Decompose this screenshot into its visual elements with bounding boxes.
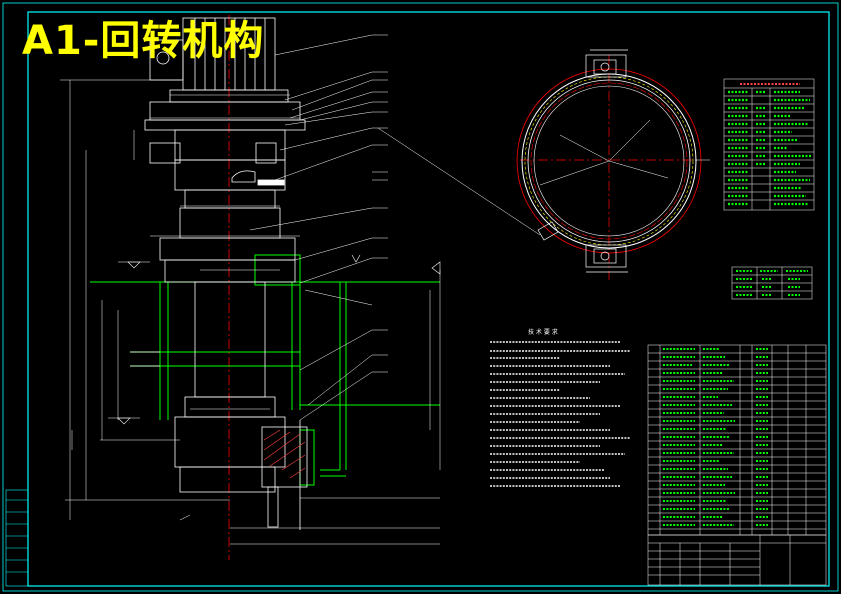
inner-frame [27,11,830,587]
dimension-lines [60,79,441,545]
bill-of-materials [647,344,827,536]
balloon-tags [372,34,388,373]
level-markers [108,254,441,425]
tooth-data-table [731,266,813,300]
leader-lines [179,34,541,521]
slewing-ring-plan-view [516,49,710,280]
drawing-title-block [647,534,827,586]
technical-requirements-block [490,341,630,487]
reducer-upper [144,89,306,283]
gear-hatch [263,429,306,479]
main-section-view [60,15,541,560]
motor [149,17,276,91]
left-margin-block [5,489,29,587]
drawing-title: A1-回转机构 [22,18,265,64]
gear-parameter-table [723,78,815,211]
lower-shaft [130,281,308,530]
